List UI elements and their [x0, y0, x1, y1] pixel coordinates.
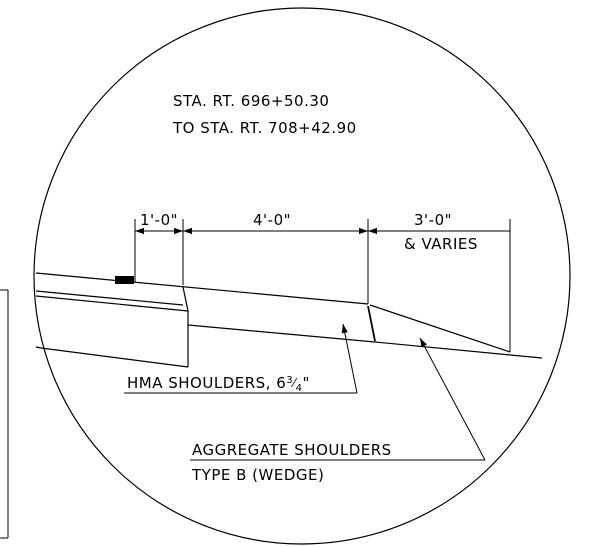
aggregate-shoulders-label: AGGREGATE SHOULDERS — [192, 441, 392, 459]
dimension-varies: & VARIES — [404, 235, 478, 253]
pavement-marker — [115, 276, 134, 284]
detail-circle — [33, 7, 571, 545]
pavement-section — [35, 272, 543, 368]
station-line-2: TO STA. RT. 708+42.90 — [172, 119, 357, 137]
dimension-1ft: 1'-0" — [140, 211, 178, 229]
left-edge-bracket — [0, 289, 9, 539]
aggregate-leader — [190, 337, 486, 461]
hma-leader — [124, 323, 358, 394]
station-line-1: STA. RT. 696+50.30 — [173, 92, 329, 110]
dimension-3ft: 3'-0" — [414, 211, 452, 229]
hma-shoulders-label: HMA SHOULDERS, 63⁄4" — [127, 374, 310, 394]
dimension-4ft: 4'-0" — [253, 211, 291, 229]
aggregate-type-label: TYPE B (WEDGE) — [191, 466, 324, 484]
